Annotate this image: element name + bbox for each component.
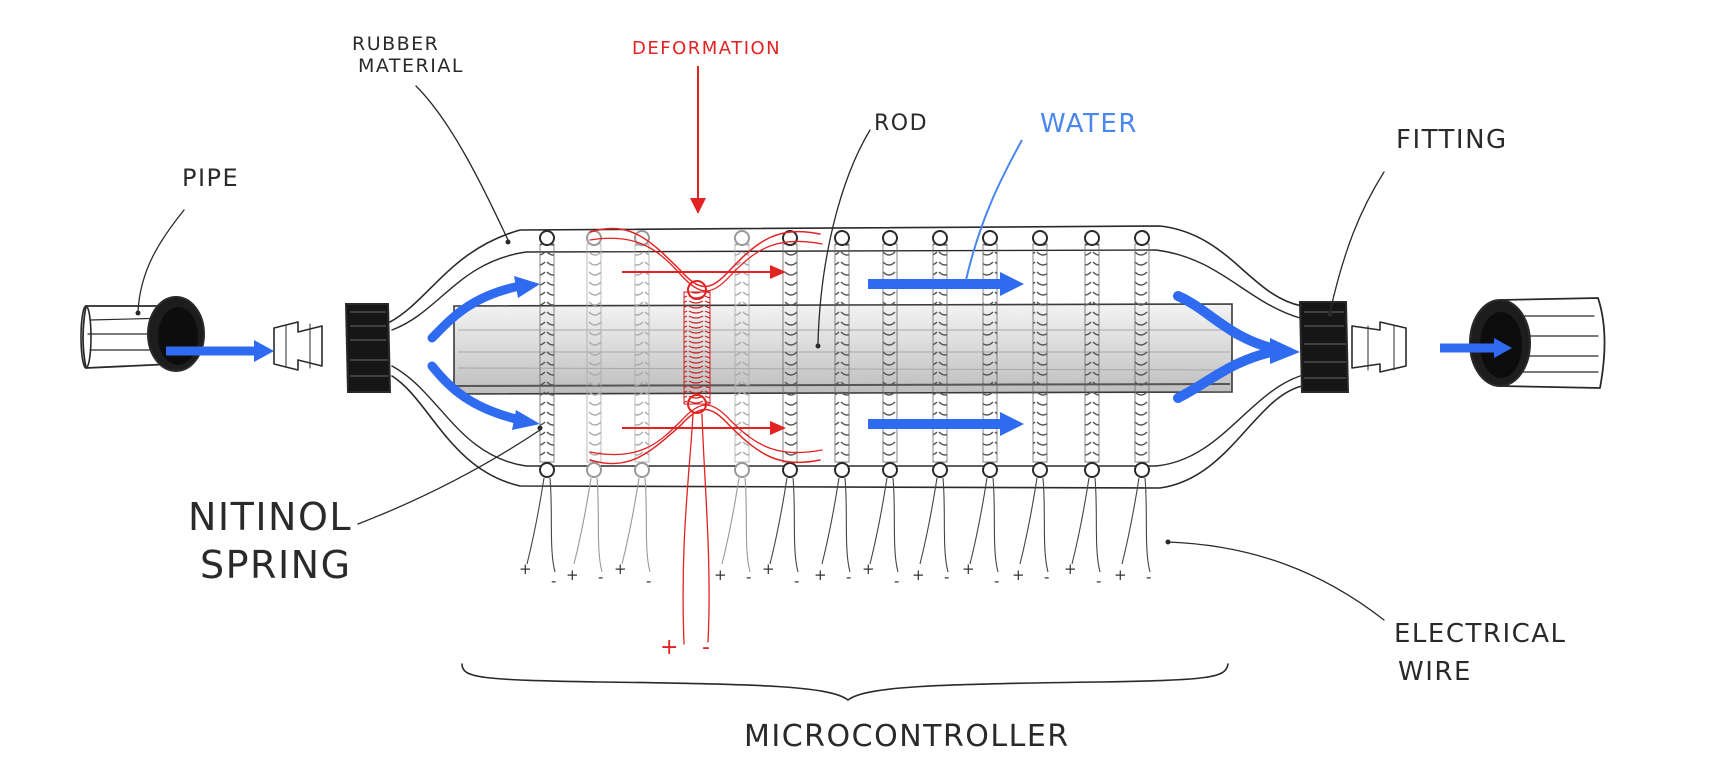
label-electrical-line2: WIRE — [1398, 657, 1472, 687]
right-fitting — [1298, 301, 1350, 393]
plus-sign: + — [714, 566, 727, 584]
microcontroller-brace — [461, 663, 1229, 701]
minus-sign: - — [1096, 572, 1101, 590]
plus-sign: + — [962, 560, 975, 578]
nitinol-spring — [734, 230, 750, 478]
label-rubber-line1: RUBBER — [352, 33, 439, 55]
label-microcontroller: MICROCONTROLLER — [744, 719, 1070, 754]
left-pipe — [80, 296, 205, 372]
electrical-wires — [526, 477, 1151, 573]
plus-sign: + — [814, 566, 827, 584]
red-flow-arrows — [622, 265, 786, 435]
label-water: WATER — [1040, 109, 1138, 139]
plus-sign: + — [862, 560, 875, 578]
plus-sign: + — [1012, 566, 1025, 584]
minus-sign: - — [646, 572, 651, 590]
wire-pair — [969, 477, 999, 573]
minus-sign: - — [1146, 568, 1151, 586]
wire-pair — [769, 477, 799, 573]
minus-sign: - — [994, 572, 999, 590]
wire-pair — [1121, 477, 1151, 573]
nitinol-spring — [634, 230, 650, 478]
plus-sign: + — [566, 566, 579, 584]
minus-sign: - — [794, 572, 799, 590]
nitinol-springs — [539, 230, 1150, 478]
wire-pair — [1019, 477, 1049, 573]
wire-pair — [621, 477, 651, 573]
label-pipe: PIPE — [182, 164, 239, 192]
wire-pair — [721, 477, 751, 573]
nitinol-spring — [932, 230, 948, 478]
nitinol-spring — [882, 230, 898, 478]
label-deformation: DEFORMATION — [632, 38, 781, 59]
wire-pair — [526, 477, 556, 573]
minus-sign: - — [598, 568, 603, 586]
water-arrows — [166, 272, 1512, 436]
nitinol-spring — [586, 230, 602, 478]
leader-lines — [135, 85, 1385, 621]
nitinol-spring — [1134, 230, 1150, 478]
minus-sign: - — [944, 568, 949, 586]
label-nitinol-line1: NITINOL — [188, 495, 352, 539]
minus-sign: - — [894, 572, 899, 590]
nitinol-spring — [982, 230, 998, 478]
wire-pair — [869, 477, 899, 573]
left-barb — [273, 321, 323, 371]
nitinol-spring — [834, 230, 850, 478]
minus-sign: - — [746, 568, 751, 586]
wire-pair — [1071, 477, 1101, 573]
red-plus-sign: + — [660, 635, 678, 660]
plus-sign: + — [1064, 560, 1077, 578]
label-electrical-line1: ELECTRICAL — [1394, 619, 1567, 649]
label-nitinol-line2: SPRING — [200, 543, 352, 587]
labels: PIPE RUBBER MATERIAL DEFORMATION ROD WAT… — [182, 33, 1567, 754]
minus-sign: - — [551, 572, 556, 590]
wire-pair — [919, 477, 949, 573]
plus-sign: + — [1114, 566, 1127, 584]
label-rubber-line2: MATERIAL — [358, 55, 464, 77]
plus-sign: + — [762, 560, 775, 578]
wire-pair — [821, 477, 851, 573]
nitinol-spring — [539, 230, 555, 478]
minus-sign: - — [1044, 568, 1049, 586]
label-rod: ROD — [874, 111, 928, 136]
deformation-arrow — [690, 66, 706, 214]
plus-sign: + — [912, 566, 925, 584]
label-fitting: FITTING — [1396, 125, 1508, 155]
nitinol-spring — [782, 230, 798, 478]
terminal-signs: +-+-+-+-+-+-+-+-+-+-+-+- — [519, 560, 1151, 590]
right-pipe — [1469, 297, 1606, 389]
left-fitting — [344, 303, 392, 393]
nitinol-spring — [1032, 230, 1048, 478]
right-barb — [1351, 321, 1407, 373]
plus-sign: + — [614, 560, 627, 578]
red-minus-sign: - — [702, 635, 710, 660]
wire-pair — [573, 477, 603, 573]
plus-sign: + — [519, 560, 532, 578]
minus-sign: - — [846, 568, 851, 586]
nitinol-spring — [1084, 230, 1100, 478]
deformation-zone — [589, 227, 823, 645]
